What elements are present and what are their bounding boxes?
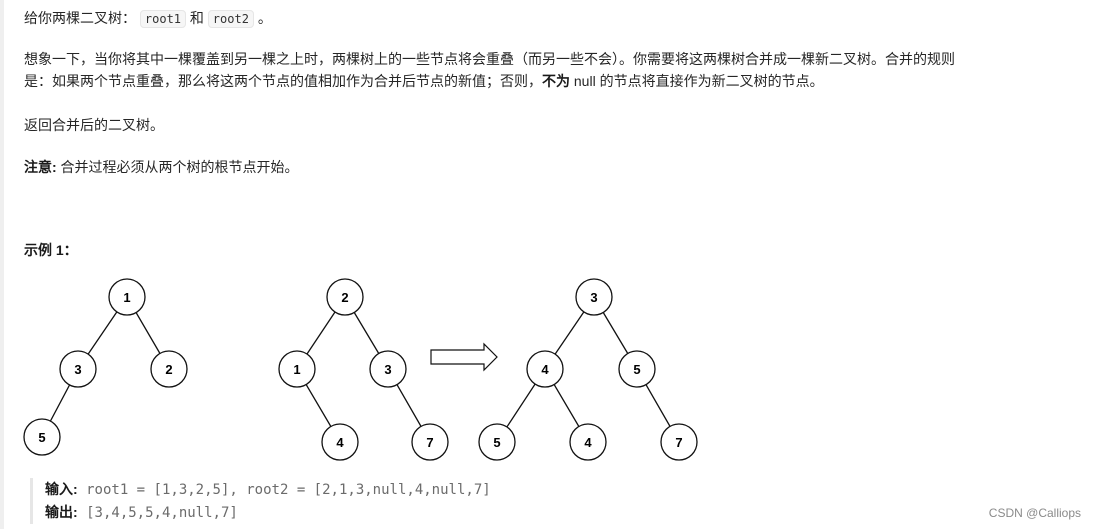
- svg-text:1: 1: [293, 362, 300, 377]
- svg-text:5: 5: [633, 362, 640, 377]
- rules-line-2-prefix: 是：如果两个节点重叠，那么将这两个节点的值相加作为合并后节点的新值；否则，: [24, 73, 542, 89]
- tree-node: 5: [618, 350, 656, 388]
- return-paragraph: 返回合并后的二叉树。: [24, 117, 164, 133]
- svg-text:5: 5: [38, 430, 45, 445]
- svg-text:7: 7: [426, 435, 433, 450]
- example-title: 示例 1：: [24, 239, 78, 261]
- tree2-edges: [296, 296, 431, 443]
- input-value: root1 = [1,3,2,5], root2 = [2,1,3,null,4…: [77, 482, 491, 498]
- merge-arrow-icon: [430, 342, 498, 372]
- tree-node: 7: [660, 423, 698, 461]
- note-paragraph: 注意: 合并过程必须从两个树的根节点开始。: [24, 156, 299, 178]
- bold-not-null: 不为: [542, 73, 570, 89]
- example-input: 输入: root1 = [1,3,2,5], root2 = [2,1,3,nu…: [45, 478, 491, 501]
- tree-node: 5: [478, 423, 516, 461]
- example-block: 输入: root1 = [1,3,2,5], root2 = [2,1,3,nu…: [30, 478, 491, 524]
- example-output: 输出: [3,4,5,5,4,null,7]: [45, 501, 491, 524]
- tree-node: 5: [23, 418, 61, 456]
- rules-line-1: 想象一下，当你将其中一棵覆盖到另一棵之上时，两棵树上的一些节点将会重叠（而另一些…: [24, 51, 955, 67]
- svg-text:5: 5: [493, 435, 500, 450]
- tree-node: 1: [108, 278, 146, 316]
- tree-node: 4: [569, 423, 607, 461]
- tree-node: 3: [575, 278, 613, 316]
- tree-node: 4: [526, 350, 564, 388]
- svg-text:3: 3: [590, 290, 597, 305]
- svg-text:7: 7: [675, 435, 682, 450]
- input-label: 输入:: [45, 481, 78, 497]
- tree2-nodes: 2 1 3 4 7: [278, 278, 449, 461]
- svg-text:4: 4: [584, 435, 592, 450]
- merge-trees-diagram: 1 3 2 5 2 1 3 4 7 3 4 5 5 4 7: [23, 278, 698, 461]
- svg-text:2: 2: [341, 290, 348, 305]
- svg-text:4: 4: [336, 435, 344, 450]
- svg-text:2: 2: [165, 362, 172, 377]
- code-root2: root2: [207, 10, 254, 28]
- example-title-text: 示例 1：: [24, 242, 78, 258]
- period-text: 。: [257, 10, 272, 26]
- tree-node: 3: [369, 350, 407, 388]
- tree-node: 7: [411, 423, 449, 461]
- tree-node: 1: [278, 350, 316, 388]
- note-text: 合并过程必须从两个树的根节点开始。: [56, 159, 299, 175]
- svg-text:3: 3: [384, 362, 391, 377]
- tree-node: 3: [59, 350, 97, 388]
- code-root1: root1: [139, 10, 187, 28]
- svg-text:1: 1: [123, 290, 130, 305]
- svg-text:3: 3: [74, 362, 81, 377]
- intro-text: 给你两棵二叉树：: [24, 10, 136, 26]
- rules-line-2: 是：如果两个节点重叠，那么将这两个节点的值相加作为合并后节点的新值；否则，不为 …: [24, 70, 955, 92]
- intro-paragraph: 给你两棵二叉树： root1 和 root2 。: [24, 7, 272, 30]
- svg-text:4: 4: [541, 362, 549, 377]
- output-value: [3,4,5,5,4,null,7]: [77, 505, 238, 521]
- rules-line-2-suffix: null 的节点将直接作为新二叉树的节点。: [570, 73, 824, 89]
- rules-paragraph: 想象一下，当你将其中一棵覆盖到另一棵之上时，两棵树上的一些节点将会重叠（而另一些…: [24, 48, 955, 92]
- left-border-strip: [0, 0, 4, 529]
- tree-node: 2: [326, 278, 364, 316]
- result-nodes: 3 4 5 5 4 7: [478, 278, 698, 461]
- tree1-nodes: 1 3 2 5: [23, 278, 188, 456]
- tree-node: 2: [150, 350, 188, 388]
- note-label: 注意:: [24, 159, 57, 175]
- output-label: 输出:: [45, 504, 78, 520]
- tree-node: 4: [321, 423, 359, 461]
- and-text: 和: [189, 10, 204, 26]
- csdn-watermark: CSDN @Calliops: [988, 506, 1081, 520]
